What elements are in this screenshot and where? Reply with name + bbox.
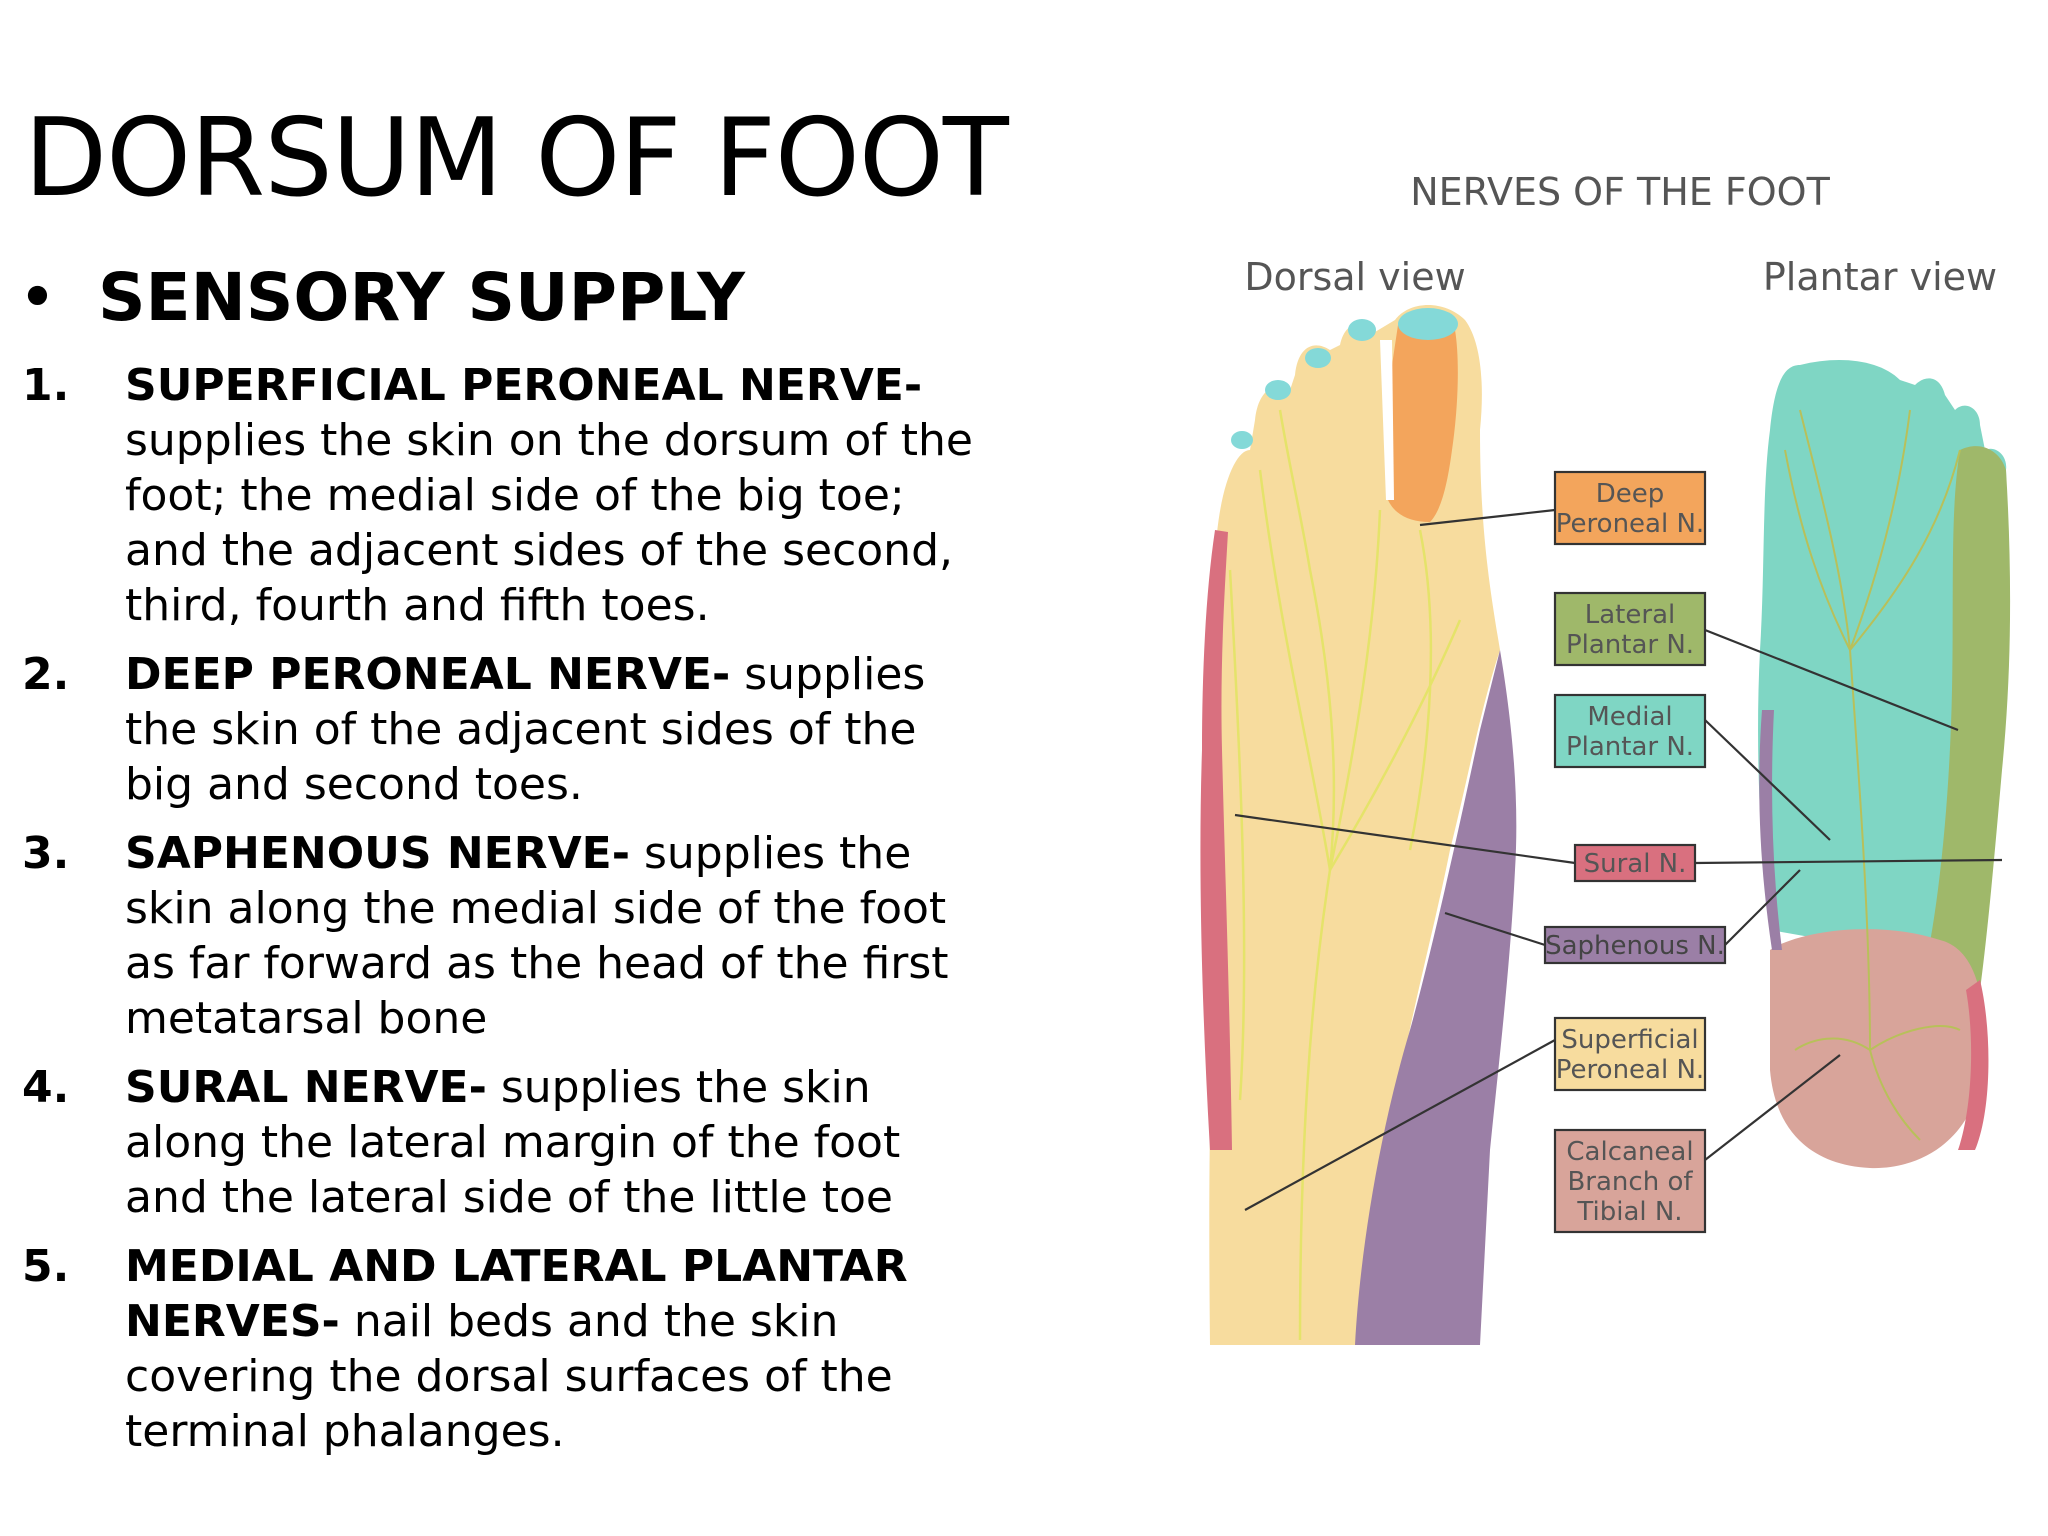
sural-region [1200, 530, 1232, 1150]
list-item: 3. SAPHENOUS NERVE- supplies the skin alo… [22, 826, 982, 1046]
label-deep-peroneal: Deep Peroneal N. [1553, 470, 1707, 546]
svg-text:Medial: Medial [1587, 702, 1672, 732]
plantar-nerve-lines [1784, 409, 1961, 1141]
toe-gap [1380, 340, 1394, 500]
item-heading: SUPERFICIAL PERONEAL NERVE- [125, 360, 923, 411]
item-heading: SAPHENOUS NERVE- [125, 828, 630, 879]
svg-text:Plantar N.: Plantar N. [1566, 630, 1694, 660]
dorsal-foot [1200, 305, 1517, 1345]
item-text: supplies the skin of the adjacent sides … [125, 649, 926, 810]
item-heading: MEDIAL AND LATERAL PLANTAR NERVES- [125, 1241, 908, 1347]
dorsal-nerve-lines [1228, 409, 1462, 1341]
calcaneal-region [1770, 929, 1984, 1169]
svg-text:Saphenous N.: Saphenous N. [1545, 931, 1725, 961]
svg-text:Lateral: Lateral [1585, 600, 1675, 630]
label-superficial-peroneal: Superficial Peroneal N. [1553, 1016, 1707, 1092]
nail-fourth-toe [1265, 380, 1291, 400]
bullet-symbol: • [18, 259, 57, 336]
svg-text:Tibial N.: Tibial N. [1576, 1197, 1682, 1227]
item-heading: DEEP PERONEAL NERVE- [125, 649, 731, 700]
plantar-foot [1758, 360, 2011, 1169]
label-calcaneal: Calcaneal Branch of Tibial N. [1553, 1128, 1707, 1234]
label-medial-plantar: Medial Plantar N. [1553, 693, 1707, 769]
saphenous-region [1355, 650, 1517, 1345]
superficial-peroneal-region [1209, 305, 1500, 1345]
list-item: 5. MEDIAL AND LATERAL PLANTAR NERVES- nai… [22, 1239, 982, 1459]
item-heading: SURAL NERVE- [125, 1062, 487, 1113]
item-text: supplies the skin along the lateral marg… [125, 1062, 901, 1223]
list-item: 1. SUPERFICIAL PERONEAL NERVE- supplies t… [22, 358, 982, 633]
plantar-saphenous-region [1759, 710, 1782, 950]
list-item: 2. DEEP PERONEAL NERVE- supplies the skin… [22, 647, 982, 812]
leader-lines [1234, 508, 2003, 1211]
item-text: nail beds and the skin covering the dors… [125, 1296, 893, 1457]
nail-big-toe [1398, 308, 1458, 340]
plantar-view-label: Plantar view [1763, 255, 1997, 299]
bullet-sensory-supply: • SENSORY SUPPLY [18, 259, 745, 336]
label-sural: Sural N. [1573, 843, 1697, 883]
item-number: 5. [22, 1241, 70, 1292]
nail-little-toe [1231, 431, 1253, 449]
item-number: 4. [22, 1062, 70, 1113]
svg-text:Plantar N.: Plantar N. [1566, 732, 1694, 762]
svg-text:Branch of: Branch of [1567, 1167, 1693, 1197]
nerve-list: 1. SUPERFICIAL PERONEAL NERVE- supplies t… [22, 358, 982, 1473]
deep-peroneal-region [1386, 314, 1458, 522]
item-number: 3. [22, 828, 70, 879]
medial-plantar-region [1758, 360, 2008, 970]
label-saphenous: Saphenous N. [1543, 925, 1727, 965]
nerves-of-foot-diagram: NERVES OF THE FOOT Dorsal view Plantar v… [1180, 150, 2020, 1370]
svg-text:Calcaneal: Calcaneal [1566, 1137, 1693, 1167]
nail-second-toe [1348, 319, 1376, 341]
label-lateral-plantar: Lateral Plantar N. [1553, 591, 1707, 667]
dorsal-view-label: Dorsal view [1244, 255, 1465, 299]
lateral-plantar-region [1920, 446, 2011, 990]
list-item: 4. SURAL NERVE- supplies the skin along t… [22, 1060, 982, 1225]
nail-third-toe [1305, 348, 1331, 368]
svg-text:Deep: Deep [1596, 479, 1665, 509]
item-number: 2. [22, 649, 70, 700]
svg-text:Superficial: Superficial [1561, 1025, 1698, 1055]
item-number: 1. [22, 360, 70, 411]
bullet-heading: SENSORY SUPPLY [98, 259, 745, 336]
svg-text:Sural N.: Sural N. [1584, 849, 1687, 879]
svg-text:Peroneal N.: Peroneal N. [1556, 1055, 1704, 1085]
slide-title: DORSUM OF FOOT [24, 96, 1009, 221]
plantar-sural-region [1958, 980, 1989, 1150]
item-text: supplies the skin along the medial side … [125, 828, 949, 1044]
svg-text:Peroneal N.: Peroneal N. [1556, 509, 1704, 539]
item-text: supplies the skin on the dorsum of the f… [125, 415, 973, 631]
diagram-title: NERVES OF THE FOOT [1410, 170, 1830, 214]
